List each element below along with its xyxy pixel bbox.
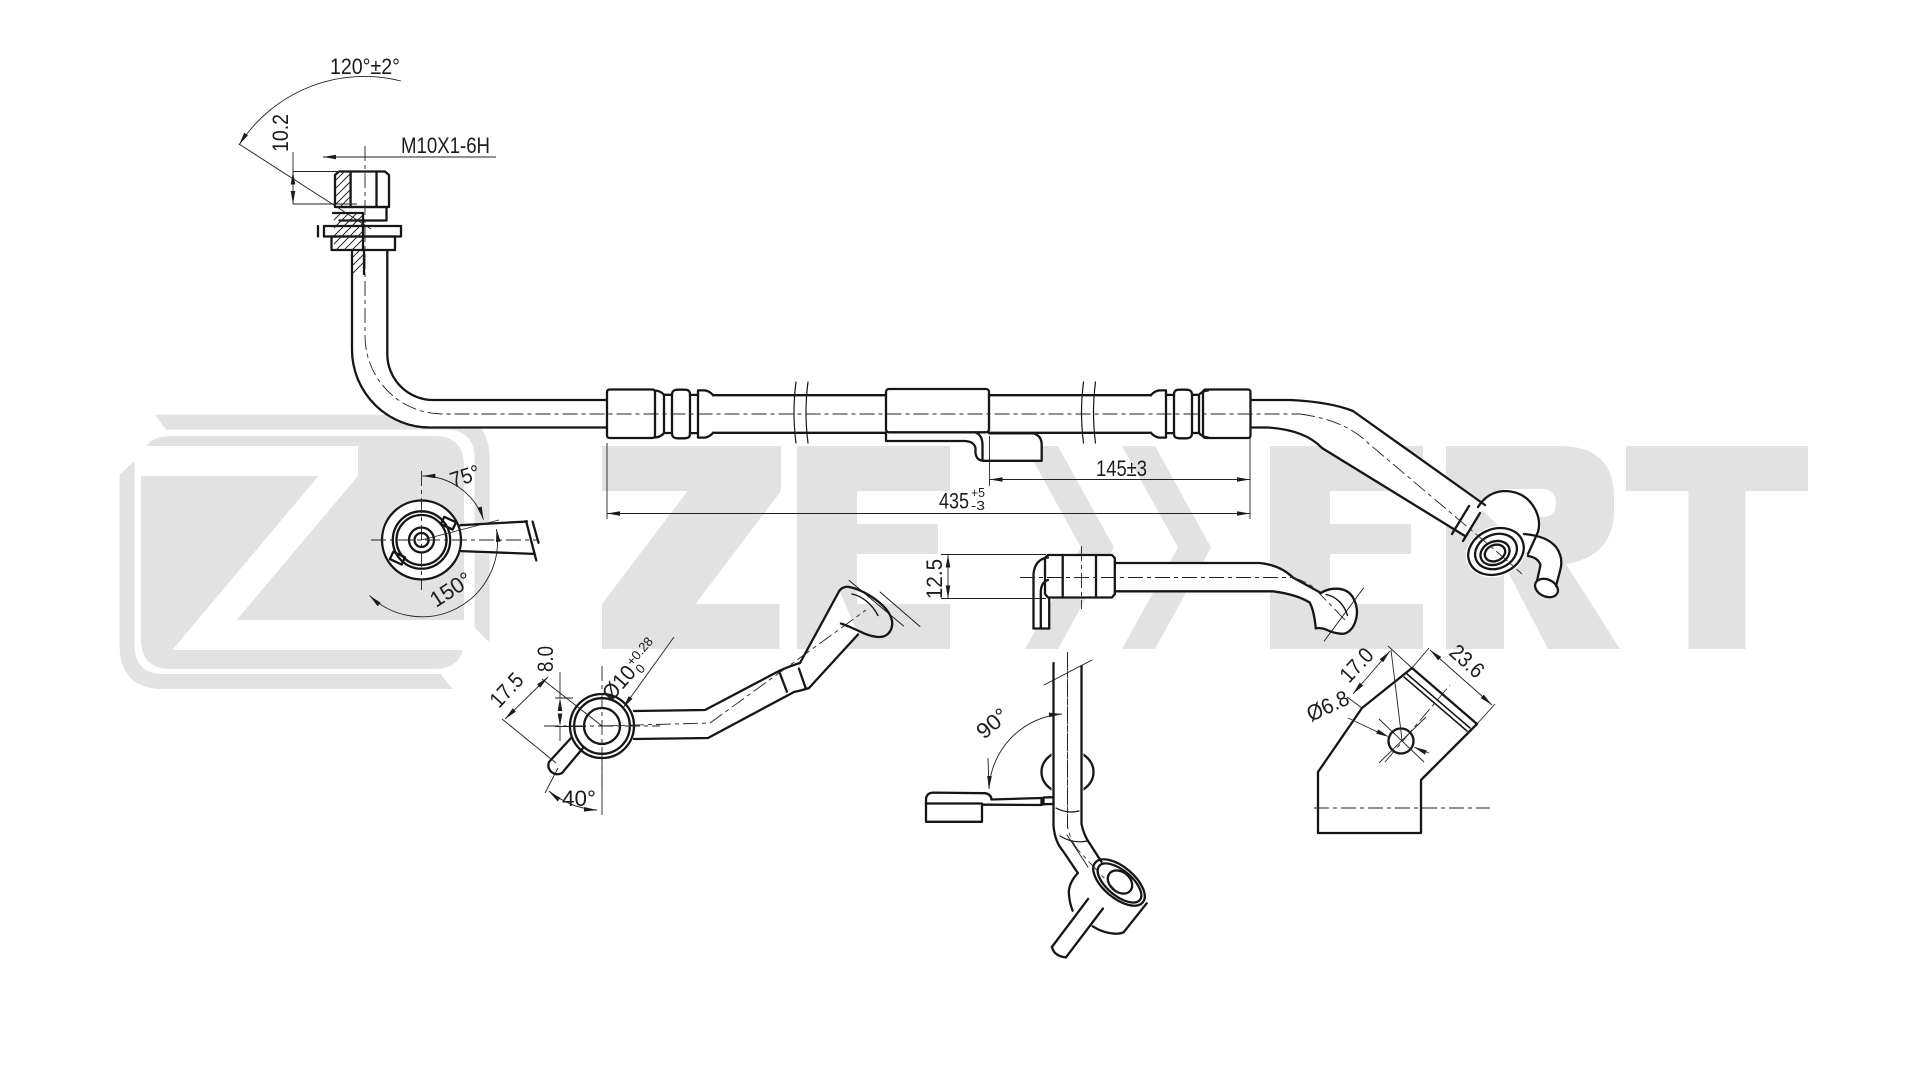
svg-text:10.2: 10.2 — [268, 114, 293, 152]
svg-text:-3: -3 — [971, 498, 985, 513]
svg-text:145±3: 145±3 — [1096, 456, 1147, 481]
svg-text:120°±2°: 120°±2° — [330, 54, 400, 79]
svg-text:12.5: 12.5 — [922, 559, 947, 599]
svg-text:+5: +5 — [971, 485, 985, 500]
svg-text:40°: 40° — [562, 786, 596, 811]
svg-text:M10X1-6H: M10X1-6H — [401, 133, 490, 158]
svg-text:435: 435 — [939, 489, 969, 514]
svg-text:8.0: 8.0 — [533, 646, 558, 672]
